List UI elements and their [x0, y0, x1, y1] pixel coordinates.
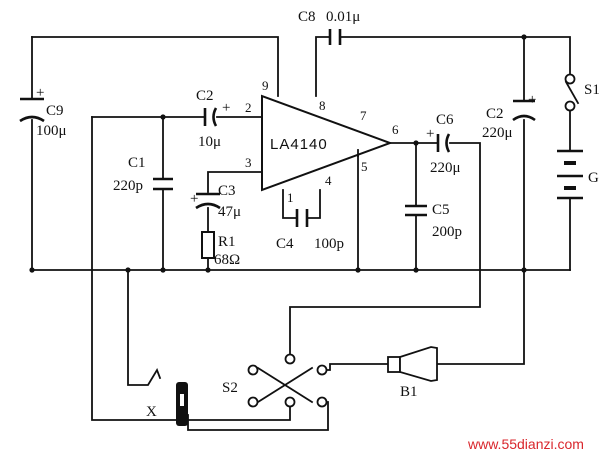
c2-input-value: 10μ [198, 134, 221, 150]
c3-value: 47μ [218, 204, 241, 220]
c2-supply-polarity: + [528, 92, 536, 108]
ic-la4140: LA4140 9 2 3 8 7 6 5 1 4 [245, 78, 399, 205]
capacitor-c9: + C9 100μ [19, 85, 67, 139]
capacitor-c2-input: C2 + 10μ [196, 88, 230, 150]
c9-value: 100μ [36, 123, 67, 139]
c5-ref: C5 [432, 202, 450, 218]
ic-pin-6: 6 [392, 122, 399, 137]
ic-pin-5: 5 [361, 159, 368, 174]
speaker-b1: B1 [387, 346, 438, 400]
capacitor-c2-supply: + C2 220μ [482, 92, 536, 141]
c1-value: 220p [113, 178, 143, 194]
c4-value: 100p [314, 236, 344, 252]
c9-ref: C9 [46, 103, 64, 119]
switch-s1: S1 [564, 73, 600, 112]
watermark: www.55dianzi.com [467, 436, 584, 452]
capacitor-c6: + C6 220μ [426, 112, 461, 176]
s2-ref: S2 [222, 380, 238, 396]
ic-pin-7: 7 [360, 108, 367, 123]
c6-polarity: + [426, 126, 434, 142]
capacitor-c5: C5 200p [405, 202, 462, 240]
junction-dots [29, 34, 527, 273]
capacitor-c8: C8 0.01μ [298, 9, 360, 45]
c1-ref: C1 [128, 155, 146, 171]
g-ref: G [588, 170, 599, 186]
wires [31, 36, 571, 431]
switch-s2: S2 [222, 353, 328, 408]
ic-pin-9: 9 [262, 78, 269, 93]
c8-value: 0.01μ [326, 9, 360, 25]
c8-ref: C8 [298, 9, 316, 25]
r1-ref: R1 [218, 234, 236, 250]
ic-part-label: LA4140 [270, 136, 328, 153]
b1-ref: B1 [400, 384, 418, 400]
c3-ref: C3 [218, 183, 236, 199]
x-ref: X [146, 404, 157, 420]
battery-g: G [557, 149, 599, 200]
s1-ref: S1 [584, 82, 600, 98]
c4-ref: C4 [276, 236, 294, 252]
resistor-r1: R1 68Ω [201, 231, 240, 268]
jack-x: X [146, 382, 188, 426]
c6-ref: C6 [436, 112, 454, 128]
capacitor-c4: C4 100p [276, 209, 344, 252]
c2-supply-value: 220μ [482, 125, 513, 141]
ic-triangle [261, 94, 393, 192]
ic-pin-1: 1 [287, 190, 294, 205]
capacitor-c3: + C3 47μ [190, 183, 241, 220]
ic-pin-2: 2 [245, 100, 252, 115]
c2-input-ref: C2 [196, 88, 214, 104]
capacitor-c1: C1 220p [113, 155, 173, 194]
c2-supply-ref: C2 [486, 106, 504, 122]
c2-input-polarity: + [222, 100, 230, 116]
ic-pin-8: 8 [319, 98, 326, 113]
c3-polarity: + [190, 191, 198, 207]
c5-value: 200p [432, 224, 462, 240]
ic-pin-3: 3 [245, 155, 252, 170]
r1-value: 68Ω [214, 252, 240, 268]
c9-polarity: + [36, 85, 44, 101]
c6-value: 220μ [430, 160, 461, 176]
ic-pin-4: 4 [325, 173, 332, 188]
